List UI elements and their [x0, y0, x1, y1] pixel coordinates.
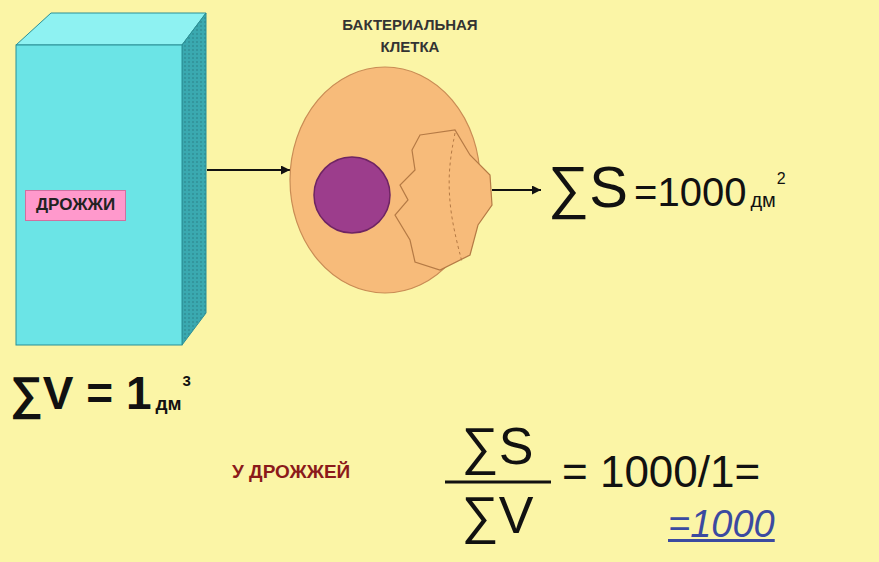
fragment-crease	[449, 133, 462, 262]
label-slot: дм	[155, 394, 181, 414]
block-label: ДРОЖЖИ	[25, 190, 126, 221]
cell-fragment	[395, 130, 492, 270]
label-slot: 2	[777, 170, 786, 188]
block-side	[182, 13, 206, 345]
label-slot: ∑S	[548, 158, 628, 216]
ratio-result: =1000	[668, 505, 775, 543]
label-slot: 3	[183, 372, 191, 390]
sum-area-symbol: ∑S	[548, 158, 628, 216]
pointer-arrow	[492, 189, 541, 191]
unit-exponent: 3	[183, 373, 191, 388]
label-slot: = 1000/1=	[562, 450, 760, 494]
ratio-expression: = 1000/1=	[562, 450, 760, 494]
fraction-denominator: ∑V	[462, 489, 534, 541]
fraction-numerator: ∑S	[462, 420, 534, 472]
label-slot: дм	[750, 190, 775, 211]
cell-title: БАКТЕРИАЛЬНАЯ КЛЕТКА	[325, 14, 495, 58]
bacterial-cell: БАКТЕРИАЛЬНАЯ КЛЕТКА	[285, 14, 500, 304]
label-slot: =1000	[668, 505, 775, 543]
label-slot: ∑V = 1	[10, 370, 151, 416]
area-unit: дм	[750, 190, 775, 210]
label-slot: ∑V	[440, 489, 555, 541]
cell-nucleus	[314, 157, 390, 233]
block-front	[16, 45, 182, 345]
label-slot: ∑S	[440, 420, 555, 472]
flow-arrow	[207, 169, 290, 171]
fraction-bar	[445, 481, 551, 484]
yeast-block: ДРОЖЖИ	[15, 12, 207, 346]
label-slot: У ДРОЖЖЕЙ	[232, 462, 350, 482]
volume-formula: ∑V = 1	[10, 370, 151, 416]
block-top	[16, 13, 206, 45]
unit-exponent: 2	[777, 171, 786, 187]
volume-unit: дм	[155, 394, 181, 413]
area-value: =1000	[634, 172, 746, 212]
ratio-caption: У ДРОЖЖЕЙ	[232, 462, 350, 481]
cell-shape	[285, 14, 500, 304]
label-slot: =1000	[634, 172, 746, 212]
block-shape	[15, 12, 207, 346]
